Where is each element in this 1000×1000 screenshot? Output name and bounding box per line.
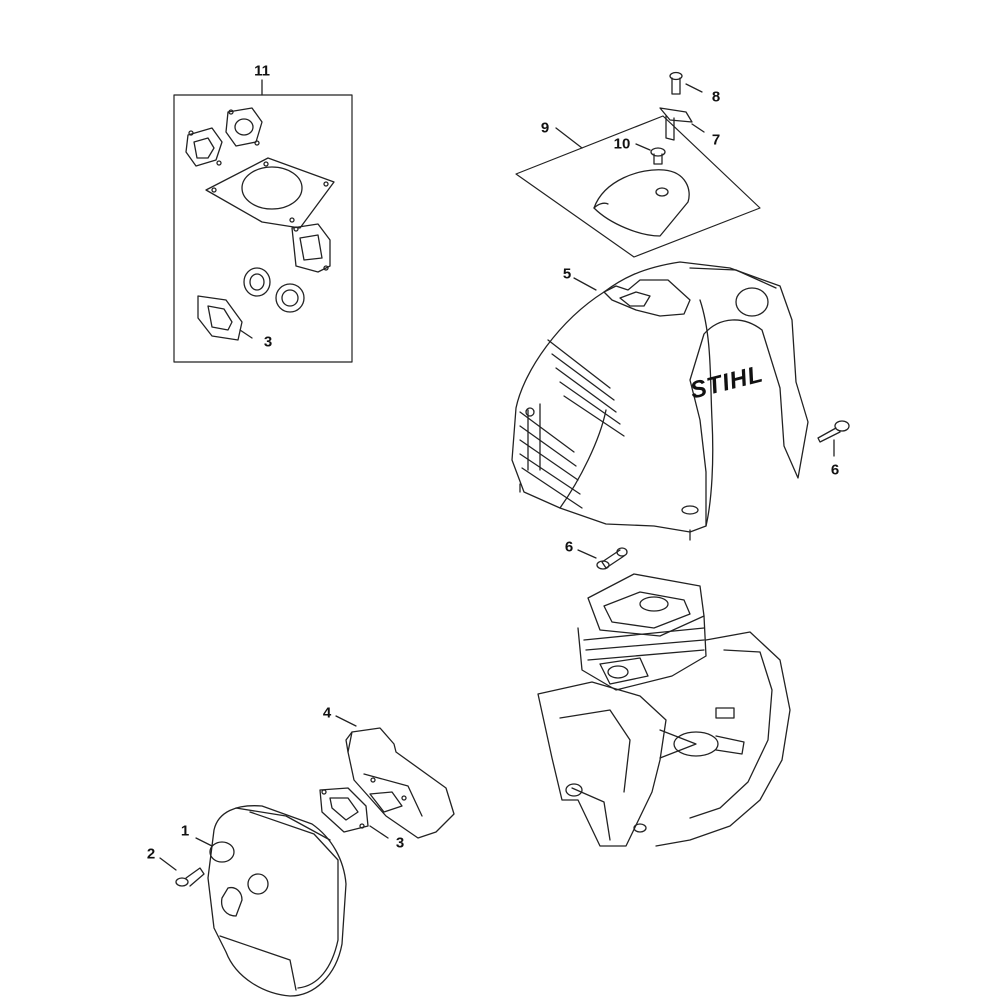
callout-10[interactable]: 10	[613, 135, 631, 153]
callout-7[interactable]: 7	[711, 131, 721, 149]
shroud-screw-right[interactable]	[817, 420, 850, 457]
cap-screw[interactable]	[635, 143, 666, 165]
top-screw[interactable]	[669, 71, 703, 95]
gasket-intake[interactable]	[291, 223, 331, 273]
callout-3-bottom[interactable]: 3	[395, 834, 405, 852]
top-cap[interactable]	[593, 169, 690, 237]
callout-2[interactable]: 2	[146, 845, 156, 863]
muffler-gasket-in-kit[interactable]	[197, 295, 253, 341]
callout-6-right[interactable]: 6	[830, 461, 840, 479]
callout-11[interactable]: 11	[254, 62, 270, 80]
callout-4[interactable]: 4	[322, 704, 332, 722]
muffler[interactable]	[195, 805, 347, 997]
gasket-kit-box	[173, 79, 353, 363]
muffler-screw[interactable]	[159, 857, 205, 887]
muffler-gasket[interactable]	[319, 787, 389, 839]
callout-3-kit[interactable]: 3	[263, 333, 273, 351]
cylinder-base-gasket[interactable]	[205, 157, 335, 229]
seal-ring-right[interactable]	[275, 283, 305, 313]
callout-8[interactable]: 8	[711, 88, 721, 106]
heat-shield-plate[interactable]	[335, 715, 455, 839]
engine-block[interactable]	[537, 573, 791, 847]
callout-9[interactable]: 9	[540, 119, 550, 137]
seal-ring-left[interactable]	[243, 267, 271, 297]
shroud-screw-bottom[interactable]	[577, 547, 628, 570]
callout-1[interactable]: 1	[180, 822, 190, 840]
gasket-small-left[interactable]	[185, 127, 223, 167]
cover-parts-panel	[515, 115, 761, 258]
callout-5[interactable]: 5	[562, 265, 572, 283]
gasket-small-top[interactable]	[225, 107, 263, 147]
callout-6-bottom[interactable]: 6	[564, 538, 574, 556]
retainer-clip[interactable]	[659, 107, 705, 141]
engine-shroud[interactable]	[511, 261, 809, 541]
